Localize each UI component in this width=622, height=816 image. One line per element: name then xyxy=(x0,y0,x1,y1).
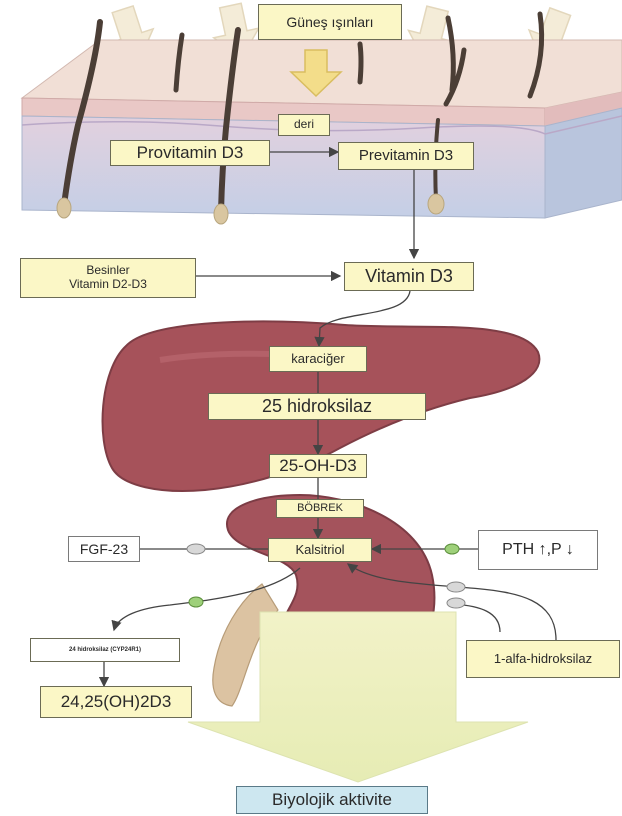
calcitriol-box: Kalsitriol xyxy=(268,538,372,562)
skin-label: deri xyxy=(278,114,330,136)
pth-phosphate-box: PTH ↑,P ↓ xyxy=(478,530,598,570)
previtamin-d3-box: Previtamin D3 xyxy=(338,142,474,170)
25-hydroxylase-box: 25 hidroksilaz xyxy=(208,393,426,420)
24-25-oh2-d3-box: 24,25(OH)2D3 xyxy=(40,686,192,718)
1-alpha-hydroxylase-box: 1-alfa-hidroksilaz xyxy=(466,640,620,678)
food-sources-line2: Vitamin D2-D3 xyxy=(69,278,147,292)
sun-rays-label: Güneş ışınları xyxy=(258,4,402,40)
biological-activity-box: Biyolojik aktivite xyxy=(236,786,428,814)
food-sources-box: Besinler Vitamin D2-D3 xyxy=(20,258,196,298)
provitamin-d3-box: Provitamin D3 xyxy=(110,140,270,166)
fgf-23-box: FGF-23 xyxy=(68,536,140,562)
25-oh-d3-box: 25-OH-D3 xyxy=(269,454,367,478)
vitamin-d3-box: Vitamin D3 xyxy=(344,262,474,291)
food-sources-line1: Besinler xyxy=(86,264,129,278)
24-hydroxylase-box: 24 hidroksilaz (CYP24R1) xyxy=(30,638,180,662)
line-alpha1-branch xyxy=(454,604,500,632)
kidney-label: BÖBREK xyxy=(276,499,364,518)
liver-label: karaciğer xyxy=(269,346,367,372)
